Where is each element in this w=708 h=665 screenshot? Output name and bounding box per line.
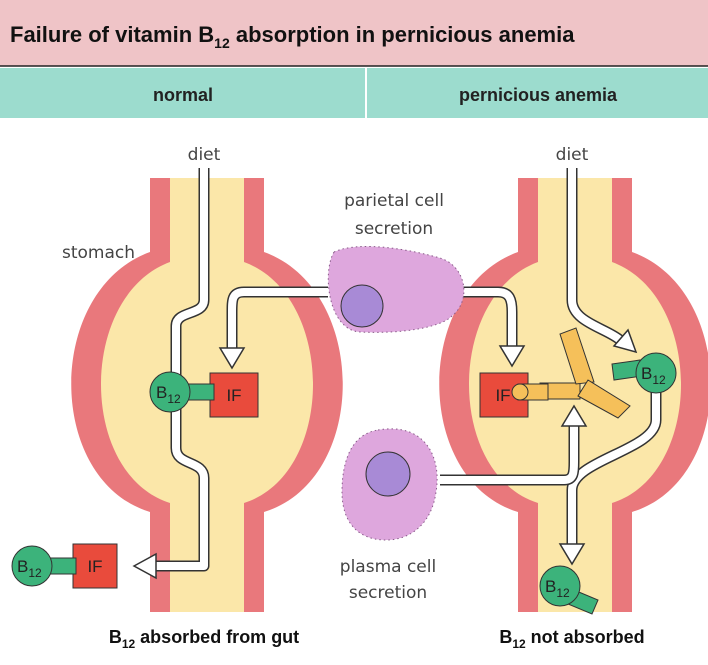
- if-blocked: IF: [479, 372, 549, 418]
- arrowhead-b12-exit: [558, 543, 586, 566]
- diet-path-pernicious: [566, 168, 624, 345]
- svg-text:IF: IF: [495, 386, 510, 405]
- plasma-label-1: plasma cell: [340, 557, 436, 577]
- plasma-label-2: secretion: [349, 583, 427, 603]
- plasma-path: [440, 426, 580, 486]
- parietal-path-left: [226, 286, 328, 348]
- parietal-path-right: [462, 286, 518, 346]
- plasma-nucleus: [365, 451, 411, 497]
- b12-label: B12: [156, 383, 181, 406]
- svg-text:B12: B12: [641, 364, 666, 387]
- column-title-normal: normal: [153, 85, 213, 105]
- column-header-bar: [0, 68, 708, 118]
- parietal-label-2: secretion: [355, 219, 433, 239]
- if-box: [209, 372, 259, 418]
- b12-not-absorbed: B12: [539, 565, 599, 615]
- svg-text:B12: B12: [545, 577, 570, 600]
- if-label: IF: [226, 386, 241, 405]
- b12-exit-path: [566, 392, 662, 544]
- stomach-label: stomach: [62, 243, 135, 263]
- arrowhead-if-right: [498, 345, 526, 368]
- plasma-cell: [341, 428, 438, 541]
- b12-if-complex-absorbed: IF B12: [11, 543, 118, 589]
- caption-absorbed: B12 absorbed from gut: [109, 627, 299, 651]
- b12-free-stomach: B12: [611, 352, 677, 394]
- b12-if-complex-stomach: IF B12: [149, 371, 259, 418]
- arrowhead-absorbed: [132, 552, 157, 580]
- header-bar: [0, 0, 708, 66]
- diet-label-right: diet: [556, 145, 589, 165]
- svg-text:B12: B12: [17, 557, 42, 580]
- arrowhead-antibody: [560, 404, 588, 427]
- diet-path-normal: [156, 168, 210, 572]
- arrowhead-if-left: [218, 347, 246, 370]
- caption-not-absorbed: B12 not absorbed: [499, 627, 644, 651]
- column-title-pernicious: pernicious anemia: [459, 85, 618, 105]
- parietal-nucleus: [340, 284, 384, 328]
- svg-text:IF: IF: [87, 557, 102, 576]
- page-title: Failure of vitamin B12 absorption in per…: [10, 22, 575, 51]
- diet-label-left: diet: [188, 145, 221, 165]
- parietal-cell: [327, 245, 465, 333]
- parietal-label-1: parietal cell: [344, 191, 444, 211]
- arrowhead-b12-right: [612, 328, 638, 354]
